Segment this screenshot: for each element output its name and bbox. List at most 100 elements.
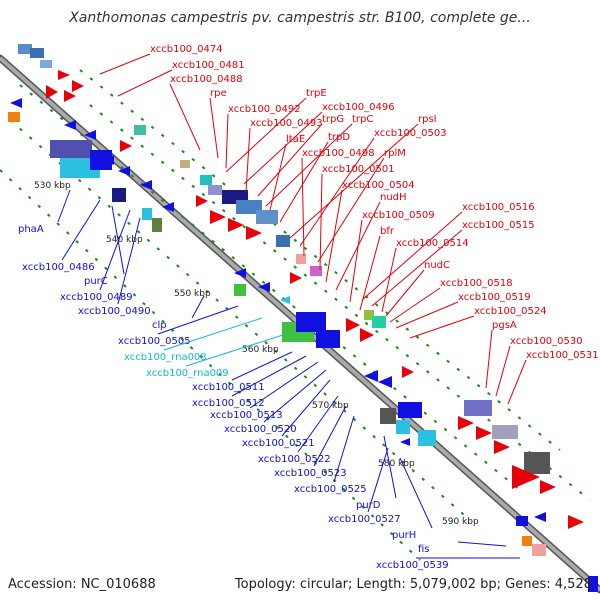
dotted-guides xyxy=(0,69,591,561)
forward-gene-label[interactable]: xccb100_0524 xyxy=(474,306,547,317)
reverse-gene-label[interactable]: xccb100_0511 xyxy=(192,382,265,393)
gene-arrow xyxy=(540,480,556,494)
reverse-gene-label[interactable]: xccb100_0539 xyxy=(376,560,449,571)
gene-arrow xyxy=(196,195,208,207)
forward-gene-label[interactable]: xccb100_0492 xyxy=(228,104,301,115)
forward-gene-label[interactable]: xccb100_0530 xyxy=(510,336,583,347)
forward-gene-label[interactable]: xccb100_0474 xyxy=(150,44,223,55)
forward-leader-line xyxy=(279,141,329,223)
gene-arrow xyxy=(84,130,96,140)
forward-leader-line xyxy=(381,247,397,313)
reverse-gene-label[interactable]: xccb100_0513 xyxy=(210,410,283,421)
forward-leader-line xyxy=(349,219,363,303)
reverse-features[interactable] xyxy=(8,98,598,592)
forward-gene-label[interactable]: xccb100_0501 xyxy=(322,164,395,175)
gene-feature xyxy=(152,218,162,232)
forward-gene-label[interactable]: bfr xyxy=(380,226,395,237)
reverse-leader-line xyxy=(457,541,507,547)
forward-gene-label[interactable]: rpsI xyxy=(418,114,437,125)
forward-gene-labels: xccb100_0474xccb100_0481xccb100_0488rpex… xyxy=(99,44,599,405)
forward-gene-label[interactable]: xccb100_0516 xyxy=(462,202,535,213)
gene-arrow xyxy=(246,226,262,240)
forward-gene-label[interactable]: xccb100_0496 xyxy=(322,102,395,113)
forward-gene-label[interactable]: xccb100_0481 xyxy=(172,60,245,71)
scale-label: 590 kbp xyxy=(442,517,479,527)
forward-gene-label[interactable]: trpE xyxy=(306,88,327,99)
gene-feature xyxy=(134,125,146,135)
gene-arrow xyxy=(364,370,378,382)
forward-leader-line xyxy=(117,69,173,97)
forward-gene-label[interactable]: xccb100_0488 xyxy=(170,74,243,85)
reverse-gene-label[interactable]: xccb100_0523 xyxy=(274,468,347,479)
reverse-leader-line xyxy=(117,217,141,305)
gene-feature xyxy=(396,420,410,434)
gene-arrow xyxy=(102,155,114,165)
reverse-gene-label[interactable]: clp xyxy=(152,320,167,331)
forward-gene-label[interactable]: ltaE xyxy=(286,134,305,145)
forward-leader-line xyxy=(299,137,375,247)
forward-leader-line xyxy=(301,157,305,257)
forward-gene-label[interactable]: trpC xyxy=(352,114,373,125)
reverse-gene-label[interactable]: xccb100_0490 xyxy=(78,306,151,317)
forward-leader-line xyxy=(371,229,463,307)
reverse-gene-label[interactable]: xccb100_0505 xyxy=(118,336,191,347)
reverse-leader-line xyxy=(297,395,339,453)
gene-feature xyxy=(398,402,422,418)
gene-feature xyxy=(142,208,152,220)
reverse-leader-line xyxy=(185,333,287,367)
forward-gene-label[interactable]: trpD xyxy=(328,132,350,143)
forward-gene-label[interactable]: xccb100_0531 xyxy=(526,350,599,361)
reverse-leader-line xyxy=(191,295,205,319)
forward-gene-label[interactable]: xccb100_0503 xyxy=(374,128,447,139)
gene-arrow xyxy=(346,318,360,332)
forward-gene-label[interactable]: xccb100_0493 xyxy=(250,118,323,129)
forward-gene-label[interactable]: pgsA xyxy=(492,320,517,331)
forward-gene-label[interactable]: xccb100_0498 xyxy=(302,148,375,159)
gene-feature xyxy=(18,44,32,54)
reverse-gene-label[interactable]: xccb100_0489 xyxy=(60,292,133,303)
reverse-gene-label[interactable]: xccb100_0520 xyxy=(224,424,297,435)
reverse-gene-label[interactable]: phaA xyxy=(18,224,44,235)
reverse-gene-label[interactable]: fis xyxy=(418,544,430,555)
gene-feature xyxy=(256,210,278,224)
reverse-gene-label[interactable]: xccb100_rna008 xyxy=(124,352,207,363)
forward-gene-label[interactable]: trpG xyxy=(322,114,344,125)
reverse-gene-label[interactable]: xccb100_0486 xyxy=(22,262,95,273)
forward-gene-label[interactable]: xccb100_0519 xyxy=(458,292,531,303)
reverse-gene-label[interactable]: xccb100_0527 xyxy=(328,514,401,525)
forward-gene-label[interactable]: rplM xyxy=(384,148,406,159)
forward-leader-line xyxy=(99,53,151,75)
reverse-gene-label[interactable]: xccb100_0521 xyxy=(242,438,315,449)
gene-arrow xyxy=(258,282,270,292)
gene-arrow xyxy=(476,426,492,440)
forward-gene-label[interactable]: nudH xyxy=(380,192,407,203)
forward-leader-line xyxy=(317,157,385,263)
gene-feature xyxy=(276,235,290,247)
forward-features[interactable] xyxy=(18,44,584,529)
gene-arrow xyxy=(234,268,246,278)
gene-arrow xyxy=(64,120,76,130)
reverse-leader-line xyxy=(163,317,263,351)
reverse-leader-line xyxy=(367,447,389,513)
reverse-gene-label[interactable]: xccb100_rna009 xyxy=(146,368,229,379)
forward-gene-label[interactable]: rpe xyxy=(210,88,227,99)
reverse-leader-line xyxy=(263,369,327,423)
reverse-gene-label[interactable]: xccb100_0525 xyxy=(294,484,367,495)
forward-gene-label[interactable]: xccb100_0509 xyxy=(362,210,435,221)
forward-gene-label[interactable]: xccb100_0504 xyxy=(342,180,415,191)
reverse-leader-line xyxy=(333,415,355,483)
accession-text: Accession: NC_010688 xyxy=(8,577,156,592)
forward-gene-label[interactable]: xccb100_0515 xyxy=(462,220,535,231)
forward-gene-label[interactable]: xccb100_0514 xyxy=(396,238,469,249)
reverse-gene-label[interactable]: xccb100_0512 xyxy=(192,398,265,409)
reverse-gene-label[interactable]: xccb100_0522 xyxy=(258,454,331,465)
forward-leader-line xyxy=(289,123,419,239)
forward-gene-label[interactable]: nudC xyxy=(424,260,450,271)
reverse-gene-label[interactable]: purD xyxy=(356,500,381,511)
forward-gene-label[interactable]: xccb100_0518 xyxy=(440,278,513,289)
reverse-gene-label[interactable]: purC xyxy=(84,276,108,287)
reverse-gene-label[interactable]: purH xyxy=(392,530,416,541)
gene-feature xyxy=(516,516,528,526)
gene-feature xyxy=(112,188,126,202)
